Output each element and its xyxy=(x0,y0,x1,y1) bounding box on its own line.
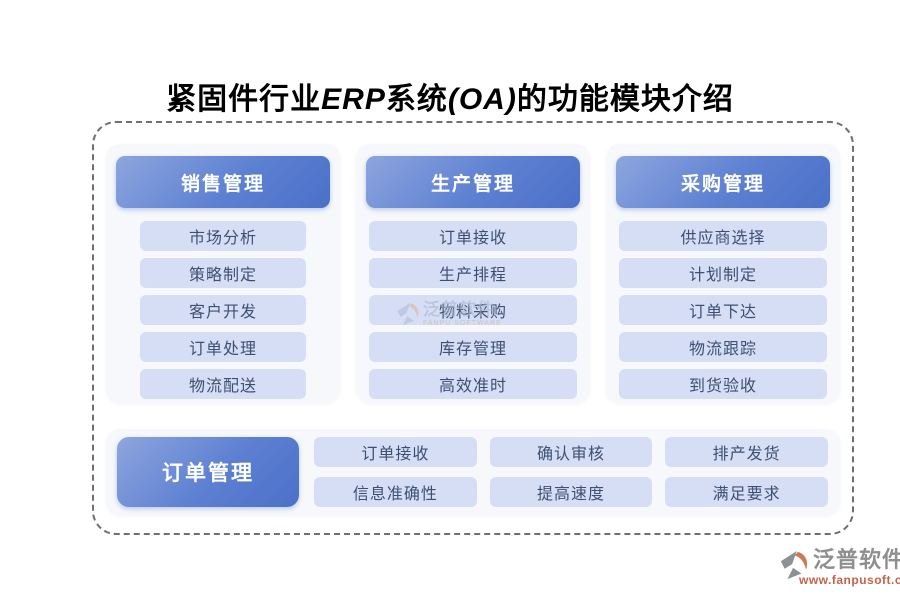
module-item: 库存管理 xyxy=(369,332,577,362)
production-module-header: 生产管理 xyxy=(366,156,580,208)
title-part-cn2: 系统 xyxy=(385,83,448,116)
module-item: 供应商选择 xyxy=(619,221,827,251)
module-item: 生产排程 xyxy=(369,258,577,288)
brand-name: 泛普软件 xyxy=(813,547,900,572)
module-item: 满足要求 xyxy=(665,477,828,507)
module-item: 客户开发 xyxy=(140,295,306,325)
module-item: 物流配送 xyxy=(140,369,306,399)
module-item: 物流跟踪 xyxy=(619,332,827,362)
module-item: 物料采购 xyxy=(369,295,577,325)
brand-logo: 泛普软件 www.fanpusoft.com xyxy=(779,549,900,586)
page-title: 紧固件行业ERP系统(OA)的功能模块介绍 xyxy=(0,74,900,118)
module-item: 策略制定 xyxy=(140,258,306,288)
module-item: 信息准确性 xyxy=(314,477,477,507)
module-item: 到货验收 xyxy=(619,369,827,399)
title-part-cn1: 紧固件行业 xyxy=(166,83,322,116)
sales-module-card: 销售管理 市场分析 策略制定 客户开发 订单处理 物流配送 xyxy=(106,144,340,403)
module-item: 高效准时 xyxy=(369,369,577,399)
title-part-cn3: 的功能模块介绍 xyxy=(516,83,734,116)
order-module-header: 订单管理 xyxy=(117,437,299,507)
module-item: 订单处理 xyxy=(140,332,306,362)
module-item: 订单接收 xyxy=(314,437,477,467)
fanpu-logo-icon xyxy=(779,549,809,586)
title-part-oa: (OA) xyxy=(447,83,517,116)
module-item: 计划制定 xyxy=(619,258,827,288)
production-module-card: 生产管理 订单接收 生产排程 物料采购 库存管理 高效准时 xyxy=(356,144,590,403)
order-module-card: 订单管理 订单接收 确认审核 排产发货 信息准确性 提高速度 满足要求 xyxy=(106,429,840,515)
sales-module-header: 销售管理 xyxy=(116,156,330,208)
module-item: 市场分析 xyxy=(140,221,306,251)
purchase-module-header: 采购管理 xyxy=(616,156,830,208)
diagram-frame xyxy=(92,121,854,535)
order-module-grid: 订单接收 确认审核 排产发货 信息准确性 提高速度 满足要求 xyxy=(314,437,828,507)
title-part-erp: ERP xyxy=(321,83,386,116)
purchase-module-card: 采购管理 供应商选择 计划制定 订单下达 物流跟踪 到货验收 xyxy=(606,144,840,403)
module-item: 排产发货 xyxy=(665,437,828,467)
module-item: 订单下达 xyxy=(619,295,827,325)
module-columns: 销售管理 市场分析 策略制定 客户开发 订单处理 物流配送 生产管理 订单接收 … xyxy=(106,144,840,403)
module-item: 提高速度 xyxy=(489,477,653,507)
module-item: 订单接收 xyxy=(369,221,577,251)
brand-url: www.fanpusoft.com xyxy=(799,573,900,587)
module-item: 确认审核 xyxy=(489,437,653,467)
